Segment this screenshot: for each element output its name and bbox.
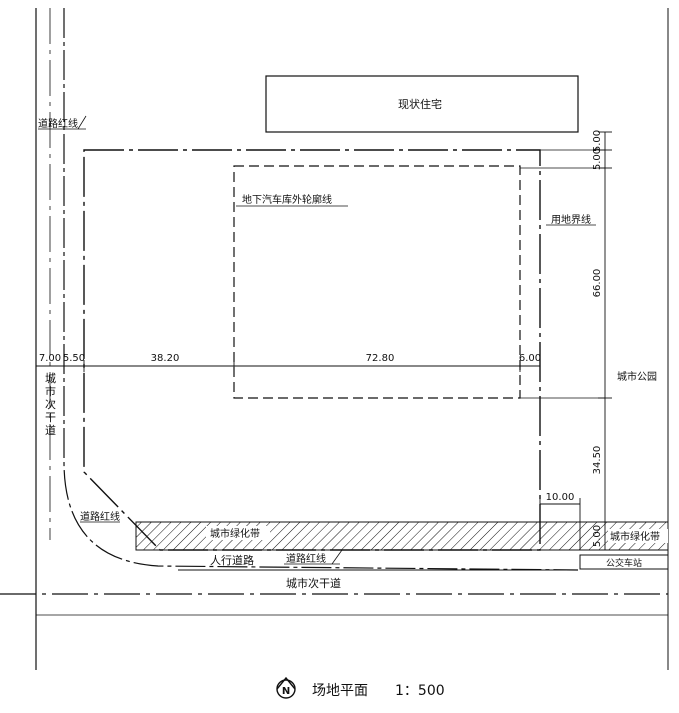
svg-text:N: N [282,686,290,697]
road-red-line-bottom-label: 道路红线 [286,552,326,565]
road-red-line-top-leader-tip [77,115,87,130]
secondary-road-bottom-label-bg [280,576,360,590]
dim-label-5-50: 5.50 [63,353,85,364]
green-belt-left-label: 城市绿化带 [210,527,260,540]
land-boundary-label: 用地界线 [551,213,591,226]
vdim-label-66: 66.00 [592,269,603,298]
existing-residence-block [265,75,579,133]
road-red-line-top-label: 道路红线 [38,117,78,130]
road-red-line-bottom-leader-tip [331,549,343,565]
land-boundary-line [83,149,541,551]
residence-label: 现状住宅 [398,97,442,111]
city-park-label: 城市公园 [617,370,657,383]
vdim-label-34-50: 34.50 [592,446,603,475]
sidewalk-label: 人行道路 [210,553,254,567]
dim-label-7: 7.00 [39,353,61,364]
vdim-label-5-top: 5.00 [592,130,603,152]
road-red-line-corner-label: 道路红线 [80,510,120,523]
bus-stop-box [579,554,669,570]
green-belt-right-label: 城市绿化带 [610,530,660,543]
bus-stop-label: 公交车站 [606,557,642,569]
vdim-label-5-mid: 5.00 [592,148,603,170]
caption-title: 场地平面 [312,683,368,699]
secondary-road-bottom-label: 城市次干道 [286,576,341,590]
green-belt-right-label-bg [608,529,668,543]
north-arrow-icon: N [276,676,296,699]
caption-scale: 1：500 [395,683,445,699]
dim-label-38-20: 38.20 [151,353,180,364]
garage-outline-label: 地下汽车库外轮廓线 [242,193,332,206]
green-belt-left-label-bg [206,526,270,540]
dim-label-72-80: 72.80 [366,353,395,364]
secondary-road-left-label: 城市次干道 [44,372,57,437]
left-road-red-line [63,8,579,571]
dim-label-10: 10.00 [546,492,575,503]
garage-outline [233,165,521,399]
dim-label-6: 6.00 [519,353,541,364]
vdim-label-5-bottom: 5.00 [592,525,603,547]
